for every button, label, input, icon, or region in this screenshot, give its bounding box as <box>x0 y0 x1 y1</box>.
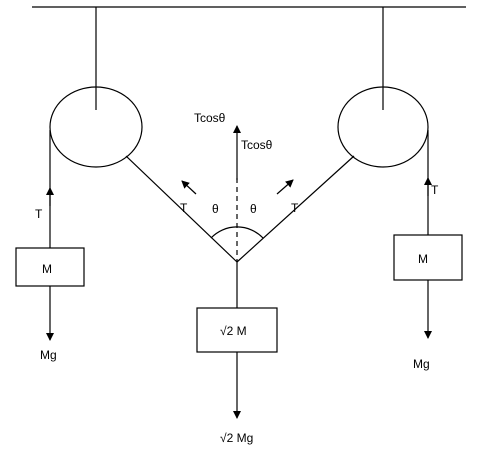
left-inclined-string <box>125 155 238 263</box>
right-inclined-string <box>236 155 355 263</box>
right-mass-box <box>393 234 463 281</box>
left-pulley <box>49 86 143 168</box>
tcos-label-lower: Tcosθ <box>241 138 273 152</box>
right-inclined-tension-label: T <box>291 201 299 215</box>
theta-arc <box>210 226 264 239</box>
tcos-label-upper: Tcosθ <box>194 111 226 125</box>
left-mass-label: M <box>42 262 52 276</box>
left-inclined-tension-label: T <box>180 201 188 215</box>
right-weight-label: Mg <box>413 357 430 371</box>
theta-left-label: θ <box>212 202 219 216</box>
theta-right-label: θ <box>250 202 257 216</box>
center-mass-label: √2 M <box>220 324 247 338</box>
right-mass-label: M <box>418 252 428 266</box>
right-vertical-tension-label: T <box>431 183 439 197</box>
center-weight-label: √2 Mg <box>220 431 253 445</box>
right-pulley <box>337 86 429 168</box>
left-weight-label: Mg <box>40 348 57 362</box>
left-tension-arrow <box>181 180 197 195</box>
left-vertical-tension-label: T <box>35 207 43 221</box>
right-tension-arrow <box>276 179 294 195</box>
